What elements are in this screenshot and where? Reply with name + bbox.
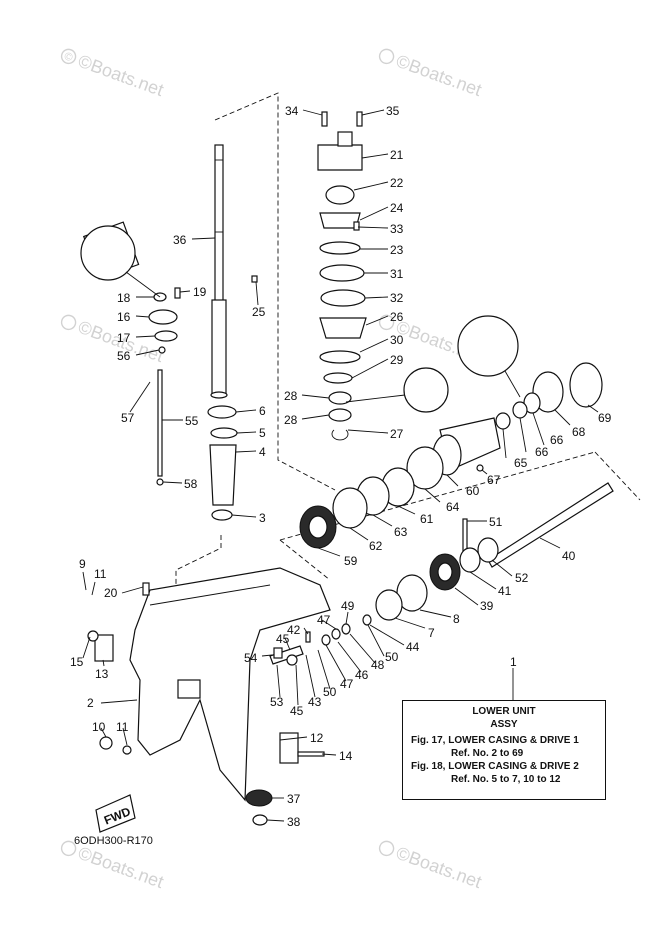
legend-ref18: Ref. No. 5 to 7, 10 to 12 — [451, 774, 561, 785]
callout-47a: 47 — [317, 613, 331, 627]
figure-code: 6ODH300-R170 — [74, 835, 153, 847]
callout-numbers: 34 35 21 22 24 33 23 31 32 26 30 29 28 2… — [70, 104, 612, 829]
propeller-shaft-assembly — [269, 362, 614, 666]
callout-52: 52 — [515, 571, 529, 585]
watermark-text: ©Boats.net — [75, 51, 166, 100]
legend-ref17: Ref. No. 2 to 69 — [451, 748, 524, 759]
svg-text:©: © — [62, 50, 74, 64]
callout-21: 21 — [390, 148, 404, 162]
driveshaft-bearing-parts — [207, 405, 238, 521]
callout-17: 17 — [117, 331, 131, 345]
callout-10: 10 — [92, 720, 106, 734]
callout-66a: 66 — [550, 433, 564, 447]
callout-38: 38 — [287, 815, 301, 829]
callout-8: 8 — [453, 612, 460, 626]
callout-50a: 50 — [385, 650, 399, 664]
callout-41: 41 — [498, 584, 512, 598]
callout-5: 5 — [259, 426, 266, 440]
callout-3: 3 — [259, 511, 266, 525]
callout-43: 43 — [308, 695, 322, 709]
callout-36: 36 — [173, 233, 187, 247]
callout-40: 40 — [562, 549, 576, 563]
watermark-text: ©Boats.net — [393, 843, 484, 892]
callout-59: 59 — [344, 554, 358, 568]
callout-64: 64 — [446, 500, 460, 514]
callout-65: 65 — [514, 456, 528, 470]
callout-49: 49 — [341, 599, 355, 613]
callout-26: 26 — [390, 310, 404, 324]
callout-13: 13 — [95, 667, 109, 681]
callout-53: 53 — [270, 695, 284, 709]
callout-2: 2 — [87, 696, 94, 710]
callout-55: 55 — [185, 414, 199, 428]
legend-fig18: Fig. 18, LOWER CASING & DRIVE 2 — [411, 761, 579, 772]
callout-9: 9 — [79, 557, 86, 571]
callout-25: 25 — [252, 305, 266, 319]
callout-46: 46 — [355, 668, 369, 682]
watermark-text: ©Boats.net — [75, 843, 166, 892]
callout-22: 22 — [390, 176, 404, 190]
watermark-text: ©Boats.net — [393, 51, 484, 100]
callout-60: 60 — [466, 484, 480, 498]
legend-fig17: Fig. 17, LOWER CASING & DRIVE 1 — [411, 735, 579, 746]
legend-title: LOWER UNIT — [472, 706, 536, 717]
callout-33: 33 — [390, 222, 404, 236]
callout-4: 4 — [259, 445, 266, 459]
callout-45b: 45 — [290, 704, 304, 718]
callout-56: 56 — [117, 349, 131, 363]
callout-39: 39 — [480, 599, 494, 613]
callout-63: 63 — [394, 525, 408, 539]
callout-31: 31 — [390, 267, 404, 281]
callout-24: 24 — [390, 201, 404, 215]
callout-16: 16 — [117, 310, 131, 324]
callout-61: 61 — [420, 512, 434, 526]
callout-62: 62 — [369, 539, 383, 553]
detail-circles — [80, 225, 521, 413]
callout-47b: 47 — [340, 677, 354, 691]
assembly-guide-lines — [175, 92, 641, 605]
callout-1: 1 — [510, 655, 517, 669]
water-pump-stack — [317, 111, 367, 441]
legend-box: LOWER UNIT ASSY Fig. 17, LOWER CASING & … — [402, 700, 606, 800]
callout-35: 35 — [386, 104, 400, 118]
callout-19: 19 — [193, 285, 207, 299]
callout-23: 23 — [390, 243, 404, 257]
callout-18: 18 — [117, 291, 131, 305]
leader-lines — [82, 109, 599, 822]
callout-14: 14 — [339, 749, 353, 763]
legend-subtitle: ASSY — [490, 719, 518, 730]
callout-11a: 11 — [94, 567, 107, 581]
callout-7: 7 — [428, 626, 435, 640]
callout-20: 20 — [104, 586, 118, 600]
callout-28b: 28 — [284, 413, 298, 427]
callout-66b: 66 — [535, 445, 549, 459]
callout-27: 27 — [390, 427, 404, 441]
callout-44: 44 — [406, 640, 420, 654]
callout-50b: 50 — [323, 685, 337, 699]
callout-54: 54 — [244, 651, 258, 665]
callout-32: 32 — [390, 291, 404, 305]
callout-45a: 45 — [276, 632, 290, 646]
callout-37: 37 — [287, 792, 301, 806]
callout-57: 57 — [121, 411, 135, 425]
callout-68: 68 — [572, 425, 586, 439]
callout-67: 67 — [487, 473, 501, 487]
callout-51: 51 — [489, 515, 503, 529]
callout-11b: 11 — [116, 720, 129, 734]
callout-15: 15 — [70, 655, 84, 669]
callout-6: 6 — [259, 404, 266, 418]
callout-48: 48 — [371, 658, 385, 672]
callout-28a: 28 — [284, 389, 298, 403]
callout-34: 34 — [285, 104, 299, 118]
callout-58: 58 — [184, 477, 198, 491]
callout-30: 30 — [390, 333, 404, 347]
callout-69: 69 — [598, 411, 612, 425]
drive-shaft — [210, 144, 258, 399]
callout-12: 12 — [310, 731, 324, 745]
callout-29: 29 — [390, 353, 404, 367]
callout-42: 42 — [287, 623, 301, 637]
